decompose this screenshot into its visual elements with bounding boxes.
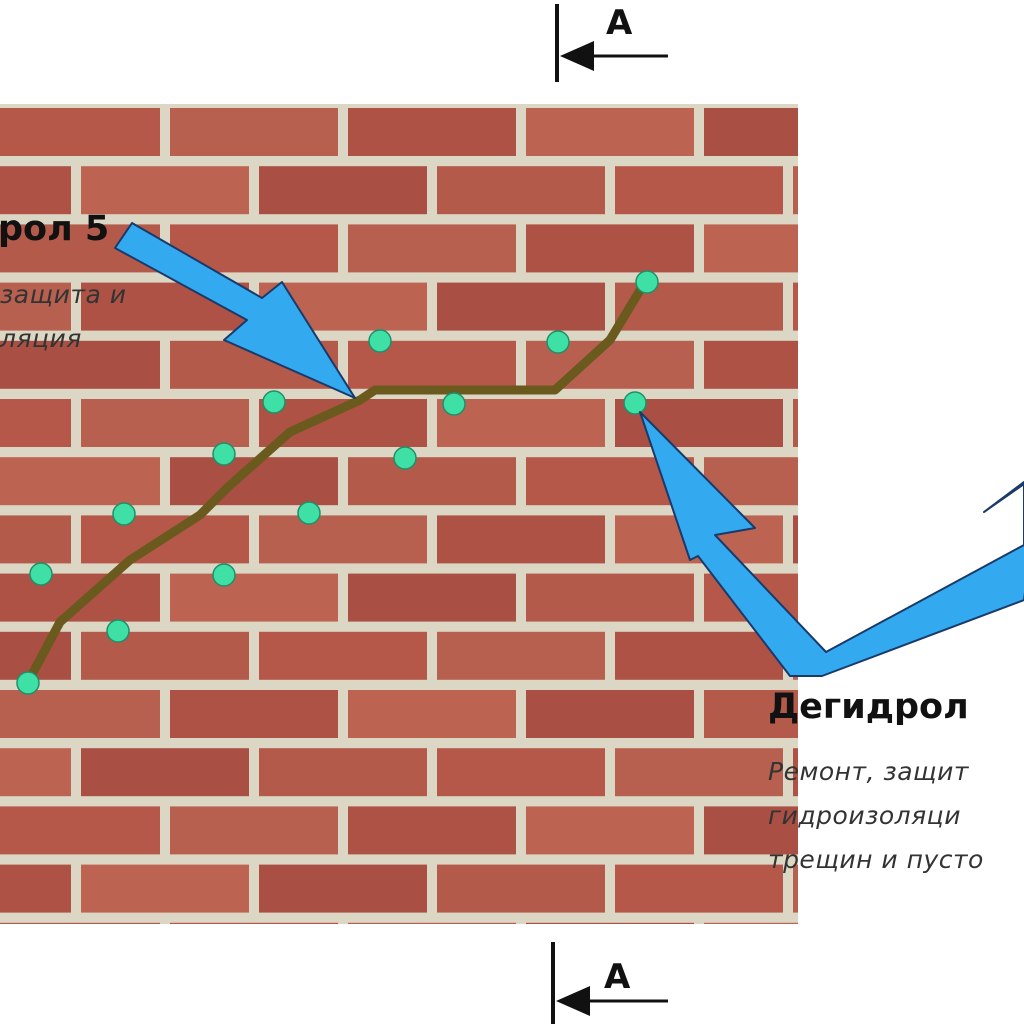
callout-right-title: Дегидрол <box>768 687 969 727</box>
brick <box>704 806 798 855</box>
injection-point <box>112 502 136 526</box>
brick <box>348 573 516 622</box>
callout-arrow-right <box>639 411 1024 677</box>
brick <box>526 690 694 738</box>
injection-point <box>212 442 236 466</box>
crack-line <box>23 277 650 687</box>
brick <box>526 922 694 924</box>
brick <box>0 922 160 924</box>
section-marker-bottom: A <box>551 942 668 1024</box>
brick <box>615 166 783 215</box>
injection-point <box>546 330 570 354</box>
callout-right-desc-line: Ремонт, защит <box>768 757 970 786</box>
callout-left: рол 5 защита и ляция <box>0 209 127 353</box>
section-label-bottom: A <box>604 957 631 997</box>
brick <box>170 690 338 738</box>
brick <box>259 166 427 215</box>
injection-point <box>29 562 53 586</box>
brick <box>526 573 694 622</box>
injection-point <box>368 329 392 353</box>
brick <box>0 166 71 215</box>
brick <box>0 806 160 855</box>
brick <box>348 224 516 273</box>
injection-point <box>262 390 286 414</box>
brick <box>259 748 427 797</box>
brick <box>437 631 605 680</box>
injection-point <box>297 501 321 525</box>
brick <box>259 515 427 564</box>
brick <box>526 806 694 855</box>
brick <box>0 690 160 738</box>
brick <box>615 864 783 913</box>
brick <box>259 864 427 913</box>
brick <box>704 108 798 156</box>
section-label-top: A <box>606 3 633 43</box>
brick <box>437 748 605 797</box>
callout-right-desc-line: гидроизоляци <box>768 801 961 830</box>
injection-point <box>442 392 466 416</box>
brick <box>704 340 798 389</box>
callout-left-desc-line: защита и <box>0 280 127 309</box>
brick <box>0 515 71 564</box>
brick <box>793 515 798 564</box>
brick <box>704 922 798 924</box>
brick <box>793 748 798 797</box>
injection-point <box>106 619 130 643</box>
brick <box>704 690 798 738</box>
brick <box>348 108 516 156</box>
injection-point <box>16 671 40 695</box>
callout-arrow-left <box>114 222 356 399</box>
brick <box>0 748 71 797</box>
injection-points <box>16 270 659 695</box>
section-marker-top: A <box>555 3 668 82</box>
brick <box>793 864 798 913</box>
brick <box>793 399 798 447</box>
brick <box>348 457 516 506</box>
brick <box>170 108 338 156</box>
injection-point <box>393 446 417 470</box>
brick <box>704 224 798 273</box>
brick <box>0 864 71 913</box>
brick <box>170 922 338 924</box>
brick <box>0 457 160 506</box>
brick <box>437 864 605 913</box>
brick <box>81 166 249 215</box>
brick <box>615 631 783 680</box>
brick <box>0 282 71 331</box>
brick <box>81 748 249 797</box>
brick <box>348 690 516 738</box>
callout-right: Дегидрол Ремонт, защит гидроизоляци трещ… <box>768 687 984 874</box>
brick <box>526 108 694 156</box>
brick <box>81 864 249 913</box>
brick <box>259 631 427 680</box>
brick <box>81 399 249 447</box>
callout-left-title: рол 5 <box>0 209 109 249</box>
brick <box>704 457 798 506</box>
brick <box>170 806 338 855</box>
brick <box>615 748 783 797</box>
callout-right-desc-line: трещин и пусто <box>768 845 984 874</box>
brick <box>348 806 516 855</box>
brick <box>348 922 516 924</box>
brick <box>437 166 605 215</box>
brick <box>170 573 338 622</box>
brick <box>0 399 71 447</box>
brick <box>0 108 160 156</box>
brick <box>437 282 605 331</box>
brick <box>437 515 605 564</box>
brick <box>793 166 798 215</box>
brick <box>81 631 249 680</box>
brick <box>793 282 798 331</box>
callout-left-desc-line: ляция <box>0 324 82 353</box>
brick <box>0 340 160 389</box>
brick <box>0 573 160 622</box>
brick <box>526 224 694 273</box>
injection-point <box>635 270 659 294</box>
injection-point <box>212 563 236 587</box>
injection-point <box>623 391 647 415</box>
